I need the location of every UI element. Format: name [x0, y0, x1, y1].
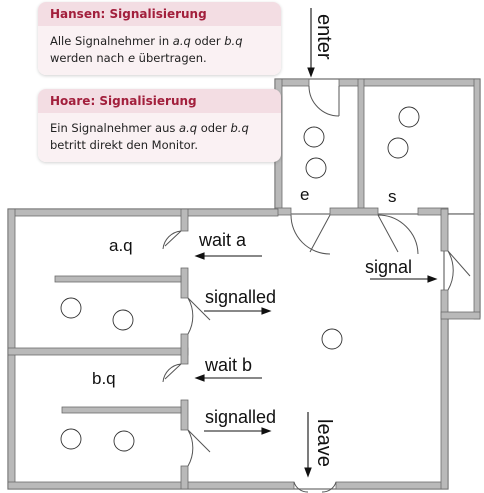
arrowhead-wait-b — [194, 374, 205, 382]
note-hansen-body: Alle Signalnehmer in a.q oder b.q werden… — [38, 26, 281, 75]
wall-queues-mid-a — [180, 267, 189, 299]
note-hoare-bq: b.q — [230, 121, 249, 135]
partition-bq — [61, 406, 182, 414]
label-aq: a.q — [109, 236, 133, 255]
wall-e-s-divider — [357, 78, 365, 215]
label-signalled-b: signalled — [205, 407, 276, 427]
note-hansen-bq: b.q — [224, 34, 243, 48]
wall-annex-bottom — [440, 311, 481, 320]
person-bq-2 — [113, 430, 135, 452]
wall-es-bottom-2 — [329, 207, 379, 216]
note-hansen-title: Hansen: Signalisierung — [38, 2, 281, 26]
wall-main-bottom-left — [7, 481, 295, 490]
label-s: s — [388, 187, 397, 206]
door-signalled-a — [187, 297, 211, 335]
note-hansen-text-3: werden nach — [50, 51, 128, 65]
label-enter: enter — [313, 14, 335, 60]
note-hoare-aq: a.q — [179, 121, 198, 135]
door-enter — [308, 85, 340, 117]
wall-s-right — [473, 78, 481, 320]
person-s-2 — [387, 137, 409, 159]
wall-queues-lower — [180, 465, 189, 490]
note-hansen-text-2: oder — [190, 34, 225, 48]
arrowhead-enter — [307, 67, 315, 78]
door-signalled-b — [187, 429, 211, 467]
arrowhead-signal — [427, 275, 438, 283]
person-e-2 — [305, 157, 327, 179]
note-hansen-text-4: übertragen. — [135, 51, 207, 65]
wall-main-right-upper — [440, 208, 449, 252]
person-bq-1 — [60, 428, 82, 450]
arrowhead-wait-a — [194, 252, 205, 260]
door-s-exit — [377, 214, 419, 255]
note-hoare: Hoare: Signalisierung Ein Signalnehmer a… — [38, 89, 281, 162]
wall-main-top — [7, 208, 279, 217]
person-e-1 — [303, 126, 325, 148]
wall-queues-mid-b — [180, 399, 189, 431]
person-s-1 — [398, 106, 420, 128]
wall-queues-upper — [180, 208, 189, 232]
wall-main-right-lower — [440, 289, 449, 490]
wall-main-bottom-right — [335, 481, 449, 490]
person-aq-2 — [112, 309, 134, 331]
label-wait-a: wait a — [198, 230, 247, 250]
door-wait-a — [162, 230, 182, 250]
partition-aq — [54, 275, 182, 283]
label-bq: b.q — [92, 369, 116, 388]
note-hoare-text-1: Ein Signalnehmer aus — [50, 121, 180, 135]
door-e-exit — [290, 214, 331, 255]
arrowhead-signalled-a — [261, 307, 272, 315]
door-leave — [293, 481, 337, 493]
entry-block-wall — [274, 78, 481, 215]
label-wait-b: wait b — [204, 355, 252, 375]
note-hoare-title: Hoare: Signalisierung — [38, 89, 281, 113]
door-signal — [447, 250, 471, 291]
door-wait-b — [162, 363, 182, 383]
person-aq-1 — [60, 297, 82, 319]
note-hoare-text-3: betritt direkt den Monitor. — [50, 138, 198, 152]
label-signal: signal — [365, 257, 412, 277]
note-hansen-e: e — [127, 51, 136, 65]
label-leave: leave — [313, 419, 335, 467]
person-monitor — [321, 328, 343, 350]
label-signalled-a: signalled — [205, 287, 276, 307]
note-hansen: Hansen: Signalisierung Alle Signalnehmer… — [38, 2, 281, 75]
wall-aq-bq-divider — [7, 347, 189, 356]
arrowhead-leave — [304, 467, 312, 478]
note-hansen-aq: a.q — [172, 34, 191, 48]
note-hansen-text-1: Alle Signalnehmer in — [50, 34, 173, 48]
note-hoare-body: Ein Signalnehmer aus a.q oder b.q betrit… — [38, 113, 281, 162]
label-e: e — [300, 185, 309, 204]
arrowhead-signalled-b — [261, 427, 272, 435]
wall-queues-mid — [180, 333, 189, 365]
note-hoare-text-2: oder — [197, 121, 231, 135]
